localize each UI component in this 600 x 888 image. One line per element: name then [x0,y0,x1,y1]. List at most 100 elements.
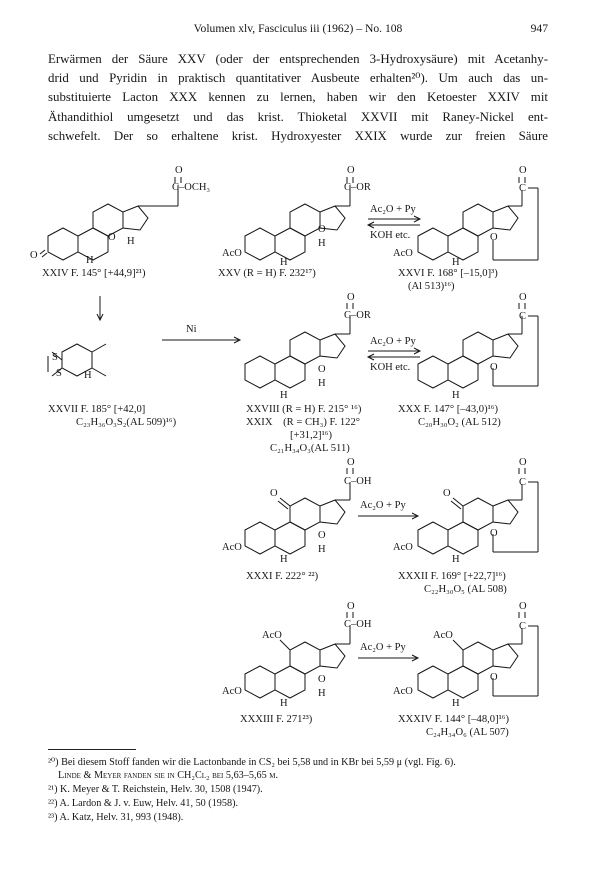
footnote-23: ²³) A. Katz, Helv. 31, 993 (1948). [48,812,184,823]
chem-O: O [318,530,326,541]
compound-label-XXX-formula: C₂₀H₃₀O₂ (AL 512) [418,417,501,428]
chem-C-OH: C–OH [344,476,372,487]
chem-H: H [318,238,326,249]
chem-O: O [519,457,527,468]
chem-AcO: AcO [393,686,413,697]
chem-AcO: AcO [262,630,282,641]
compound-label-XXX: XXX F. 147° [–43,0)¹⁶) [398,404,499,415]
reagent-label: Ac₂O + Py [360,500,406,511]
running-header: Volumen xlv, Fasciculus iii (1962) – No.… [48,22,548,38]
chem-O: O [347,457,355,468]
compound-label-XXIX: XXIX (R = CH₃) F. 122° [246,417,360,428]
chem-H: H [280,257,288,268]
chem-AcO: AcO [222,248,242,259]
chem-O: O [175,165,183,176]
chem-H: H [318,378,326,389]
equilibrium-arrows [366,347,422,361]
compound-label-XXVIII: XXVIII (R = H) F. 215° ¹⁶) [246,404,362,415]
chem-H: H [318,688,326,699]
reagent-label: Ac₂O + Py [370,204,416,215]
chem-O: O [318,674,326,685]
chem-AcO: AcO [433,630,453,641]
reagent-label: Ac₂O + Py [360,642,406,653]
compound-label-XXXIV: XXXIV F. 144° [–48,0]¹⁶) [398,714,509,725]
chem-C-OCH3: C–OCH₃ [172,182,210,193]
structure-XXV [244,177,354,261]
chem-H: H [318,544,326,555]
compound-label-XXIV: XXIV F. 145° [+44,9]²¹) [42,268,146,279]
chem-H: H [84,370,92,381]
structure-XXXI [244,468,354,555]
footnote-21: ²¹) K. Meyer & T. Reichstein, Helv. 30, … [48,784,263,795]
forward-arrow [358,654,420,662]
chem-C: C [519,183,526,194]
chem-AcO: AcO [222,542,242,553]
reaction-scheme: O C–OCH₃ O H O H O C–OR O H AcO H Ac₂O +… [30,165,539,709]
chem-O: O [490,672,498,683]
chem-O: O [490,232,498,243]
footnote-22: ²²) A. Lardon & J. v. Euw, Helv. 41, 50 … [48,798,239,809]
structure-XXXIII [244,612,354,699]
chem-O: O [490,528,498,539]
chem-O: O [347,165,355,176]
chem-O: O [519,165,527,176]
chem-H: H [280,554,288,565]
chem-S: S [56,368,62,379]
chem-O: O [270,488,278,499]
chem-C-OR: C–OR [344,310,371,321]
chem-C: C [519,311,526,322]
paragraph-line: Äthandithiol umgesetzt und das krist. Th… [48,109,548,124]
compound-label-XXV: XXV (R = H) F. 232¹⁷) [218,268,316,279]
structure-XXVIII [244,303,354,389]
chem-C-OH: C–OH [344,619,372,630]
compound-label-XXVII-formula: C₂₃H₃₆O₃S₂(AL 509)¹⁶) [76,417,177,428]
chem-O: O [443,488,451,499]
compound-label-XXXIV-formula: C₂₄H₃₄O₆ (AL 507) [426,727,509,738]
chem-C: C [519,477,526,488]
chem-O: O [30,250,38,261]
chem-H: H [452,698,460,709]
footnote-20: ²⁰) Bei diesem Stoff fanden wir die Lact… [48,757,456,768]
compound-label-XXXII-formula: C₂₂H₃₀O₅ (AL 508) [424,584,507,595]
page-number: 947 [530,22,548,35]
chem-S: S [52,352,58,363]
chem-O: O [347,292,355,303]
chem-O: O [519,292,527,303]
compound-label-XXIX-rotation: [+31,2]¹⁶) [290,430,332,441]
ni-arrow [162,336,242,344]
paragraph-line: schwefelt. Der so erhaltene krist. Hydro… [48,128,548,143]
chem-O: O [108,232,116,243]
structure-XXIV [39,177,182,261]
chem-H: H [452,390,460,401]
paragraph-line: Erwärmen der Säure XXV (oder der entspre… [48,52,548,66]
compound-label-XXVII: XXVII F. 185° [+42,0] [48,404,146,415]
chem-O: O [347,601,355,612]
chem-C: C [519,621,526,632]
equilibrium-arrows [366,215,422,229]
compound-label-XXVI: XXVI F. 168° [–15,0]³) [398,268,498,279]
body-paragraph: Erwärmen der Säure XXV (oder der entspre… [48,50,548,146]
chem-O: O [519,601,527,612]
down-arrow [96,296,104,322]
footnote-20-continued: Linde & Meyer fanden sie in CH₂Cl₂ bei 5… [58,770,278,781]
running-title: Volumen xlv, Fasciculus iii (1962) – No.… [193,22,403,35]
structure-XXXIV [417,612,539,699]
reagent-ni: Ni [186,324,197,335]
chem-C-OR: C–OR [344,182,371,193]
structure-XXVI [417,177,539,261]
reagent-label: KOH etc. [370,230,410,241]
chem-O: O [490,362,498,373]
reagent-label: KOH etc. [370,362,410,373]
reagent-label: Ac₂O + Py [370,336,416,347]
footnote-rule [48,749,136,750]
structure-XXXII [417,468,539,555]
chem-H: H [127,236,135,247]
compound-label-XXXII: XXXII F. 169° [+22,7]¹⁶) [398,571,506,582]
chem-H: H [280,698,288,709]
compound-label-XXVI-ref: (Al 513)¹⁶) [408,281,455,292]
compound-label-XXIX-formula: C₂₁H₃₄O₃(AL 511) [270,443,350,454]
chem-H: H [452,257,460,268]
paragraph-line: substituierte Lacton XXX kennen zu lerne… [48,90,548,105]
compound-label-XXXIII: XXXIII F. 271²³) [240,714,313,725]
